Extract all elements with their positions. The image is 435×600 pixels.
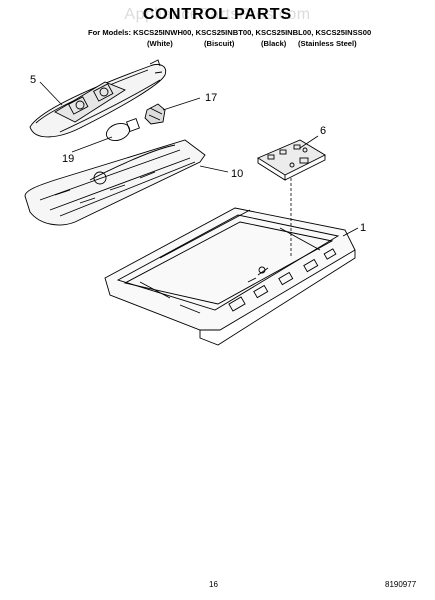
page-title: CONTROL PARTS (142, 6, 293, 23)
callout-5: 5 (30, 74, 36, 86)
bulb-part (105, 118, 140, 142)
callout-6: 6 (320, 125, 326, 137)
light-tray-part (24, 139, 206, 226)
color-black: (Black) (261, 39, 287, 48)
callout-10: 10 (231, 168, 243, 180)
callout-1: 1 (360, 222, 366, 234)
models-line: For Models: KSCS25INWH00, KSCS25INBT00, … (88, 28, 372, 37)
document-number: 8190977 (385, 580, 417, 589)
socket-part (144, 103, 166, 125)
callout-19: 19 (62, 153, 74, 165)
color-stainless-steel: (Stainless Steel) (298, 39, 357, 48)
color-white: (White) (147, 39, 173, 48)
color-biscuit: (Biscuit) (204, 39, 235, 48)
control-housing-part (104, 207, 356, 346)
control-board-part (257, 139, 326, 181)
leader-lines (39, 81, 359, 258)
light-housing-part (29, 59, 167, 138)
watermark: AppliancePartsPros.com (124, 6, 311, 23)
callout-17: 17 (205, 92, 217, 104)
page-number: 16 (209, 580, 218, 589)
